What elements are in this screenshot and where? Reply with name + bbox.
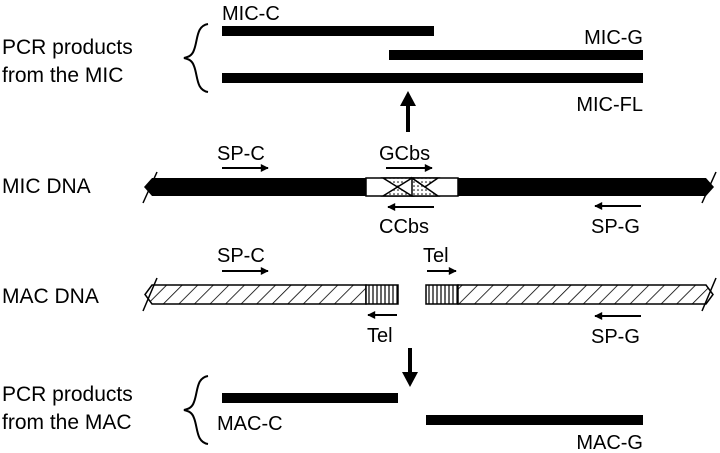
mic-fl-product-bar xyxy=(222,73,643,83)
arrow-down-icon xyxy=(402,348,418,387)
mac-products-label-line1: PCR products xyxy=(2,383,133,406)
mac-tel-bottom-label: Tel xyxy=(367,325,393,347)
mac-dna-left-fragment xyxy=(142,277,399,312)
mic-products-brace xyxy=(183,23,209,93)
mic-g-label: MIC-G xyxy=(584,27,643,49)
mac-dna-right-fragment xyxy=(425,277,717,312)
mic-fl-label: MIC-FL xyxy=(576,94,643,116)
mac-g-product-bar xyxy=(426,415,643,425)
mic-c-product-bar xyxy=(222,26,434,36)
mac-products-label-line2: from the MAC xyxy=(2,411,132,434)
mac-tel-top-label: Tel xyxy=(423,245,449,267)
mac-c-label: MAC-C xyxy=(217,413,283,435)
mac-g-label: MAC-G xyxy=(576,432,643,453)
mic-sp-c-label: SP-C xyxy=(217,143,265,165)
mac-dna-label: MAC DNA xyxy=(2,285,99,308)
mic-products-label-line1: PCR products xyxy=(2,36,133,59)
mic-c-label: MIC-C xyxy=(222,3,280,25)
mic-dna-strand xyxy=(142,171,717,204)
mic-products-label-line2: from the MIC xyxy=(2,64,123,87)
mic-g-product-bar xyxy=(389,50,643,60)
mac-sp-c-label: SP-C xyxy=(217,245,265,267)
arrow-up-icon xyxy=(400,91,416,132)
mac-products-brace xyxy=(183,375,209,445)
mac-sp-g-label: SP-G xyxy=(591,326,640,348)
mic-ccbs-label: CCbs xyxy=(379,216,429,238)
mic-sp-g-label: SP-G xyxy=(591,216,640,238)
mac-c-product-bar xyxy=(222,393,398,403)
mic-dna-label: MIC DNA xyxy=(2,175,91,198)
mic-gcbs-label: GCbs xyxy=(379,143,430,165)
